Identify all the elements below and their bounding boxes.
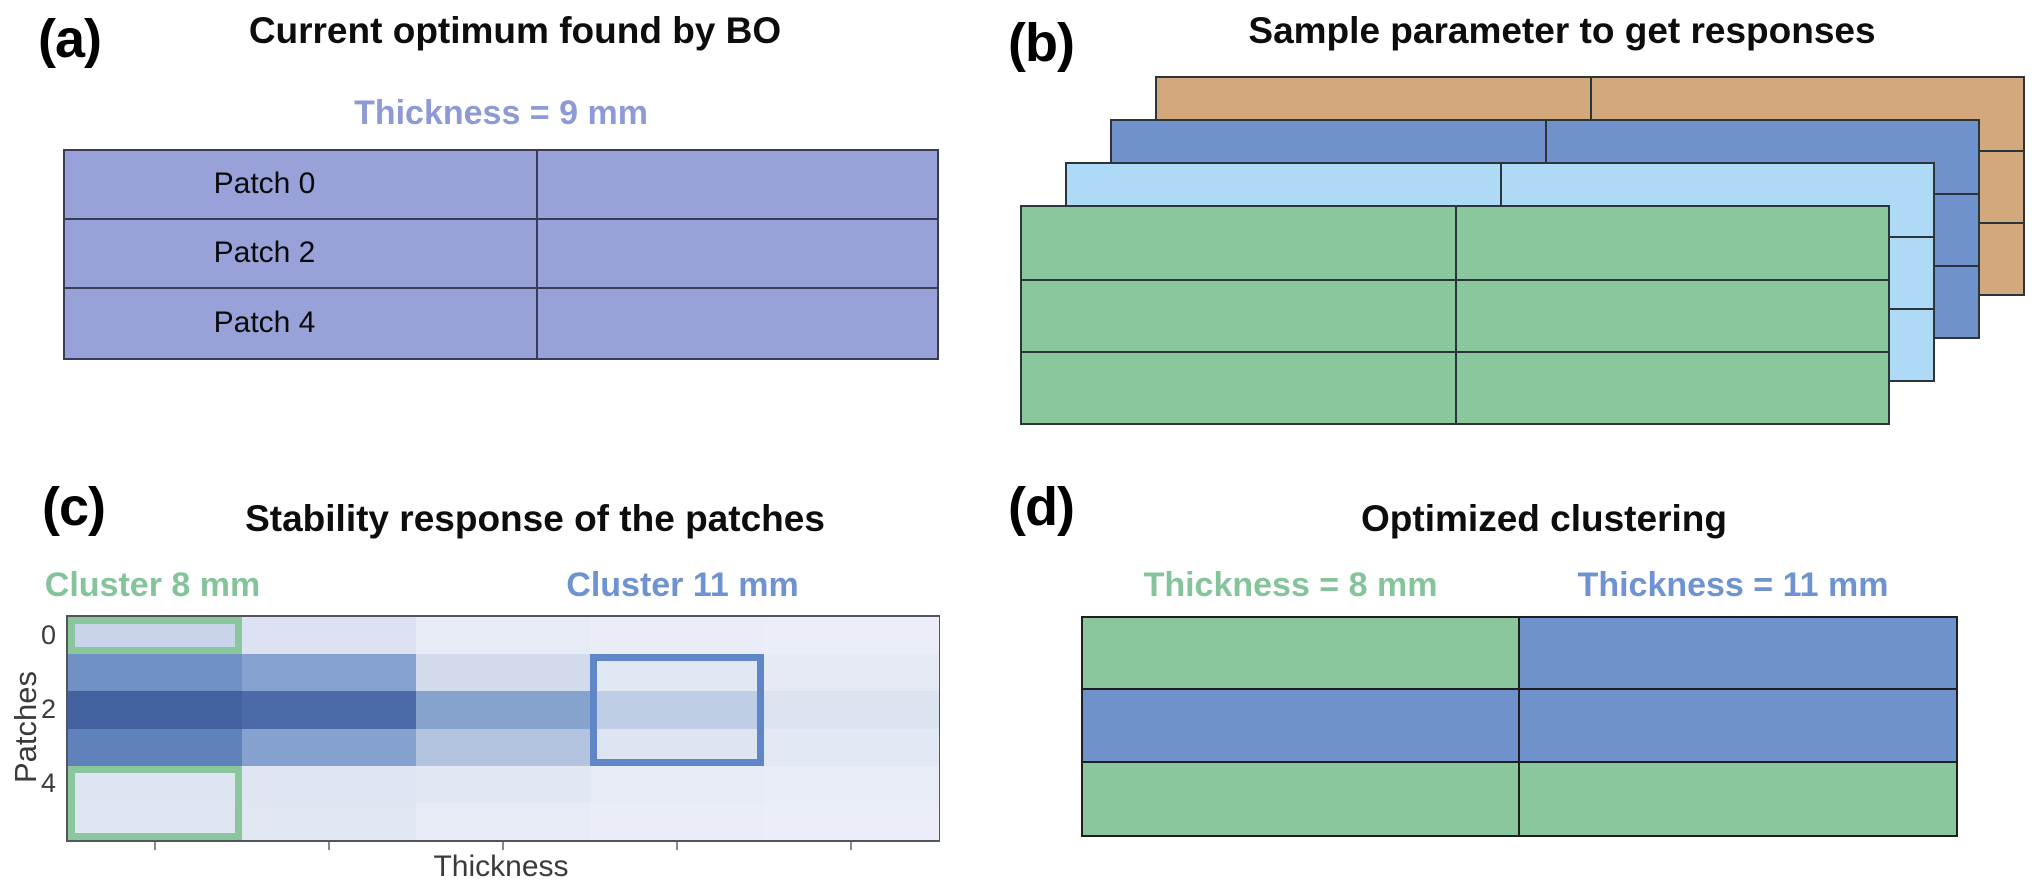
heatmap-cell (764, 654, 939, 692)
table-grid-line (1022, 350, 1888, 353)
x-tick-mark (154, 842, 156, 850)
panel-a-title: Current optimum found by BO (248, 10, 782, 51)
heatmap-cell (242, 802, 417, 841)
cluster-8mm-box-bottom (68, 765, 242, 840)
table-grid-line (1022, 278, 1888, 281)
heatmap-cell (590, 765, 765, 804)
optimum-table-cell-empty (538, 220, 937, 287)
panel-c-label: (c) (42, 477, 106, 537)
panel-d-label: (d) (1008, 477, 1075, 537)
panel-b-label: (b) (1008, 13, 1075, 73)
patch-0-label: Patch 0 (213, 167, 316, 201)
x-tick-mark (676, 842, 678, 850)
cluster-cell-patch0 (1083, 618, 1520, 691)
heatmap-cell (590, 802, 765, 841)
optimum-table-cell-label: Patch 2 (65, 219, 538, 287)
optimum-table-cell-empty (538, 151, 937, 218)
heatmap-cell (416, 765, 591, 804)
heatmap-cell (68, 691, 243, 729)
optimum-table-row: Patch 2 (65, 219, 937, 289)
heatmap-cell (764, 765, 939, 804)
panel-a-subtitle: Thickness = 9 mm (354, 94, 648, 132)
y-tick-label: 2 (40, 693, 56, 724)
panel-b-title: Sample parameter to get responses (1248, 10, 1876, 51)
heatmap-cell (764, 691, 939, 729)
heatmap-cell (764, 617, 939, 655)
heatmap-cell (242, 728, 417, 767)
heatmap-cell (416, 802, 591, 841)
x-tick-mark (502, 842, 504, 850)
cluster-cell-patch4 (1083, 762, 1520, 835)
heatmap-cell (242, 691, 417, 729)
sample-table-stack (1020, 76, 2032, 426)
optimum-table-row: Patch 4 (65, 288, 937, 358)
heatmap-cell (416, 691, 591, 729)
optimum-table: Patch 0 Patch 2 Patch 4 (63, 149, 939, 360)
heatmap-cell (68, 654, 243, 692)
y-tick-label: 4 (40, 768, 56, 799)
cluster-11mm-box (590, 654, 764, 766)
heatmap-cell (242, 654, 417, 692)
optimum-table-cell-label: Patch 0 (65, 151, 538, 218)
cluster-cell-patch5 (1519, 762, 1956, 835)
optimum-table-cell-label: Patch 4 (65, 288, 538, 358)
sample-table-sample-green (1020, 205, 1890, 425)
heatmap-cell (590, 691, 765, 729)
heatmap-cell (590, 617, 765, 655)
table-grid-line (1455, 207, 1457, 423)
heatmap-cell (416, 617, 591, 655)
cluster-cell-patch2 (1083, 690, 1520, 763)
optimum-table-row: Patch 0 (65, 151, 937, 220)
patch-4-label: Patch 4 (213, 306, 316, 340)
panel-a-label: (a) (38, 9, 102, 69)
cluster-cell-patch3 (1519, 690, 1956, 763)
heatmap-cell (416, 654, 591, 692)
heatmap-cell (68, 728, 243, 767)
cluster-8mm-label: Cluster 8 mm (44, 566, 261, 604)
heatmap-cell (764, 802, 939, 841)
thickness-11mm-label: Thickness = 11 mm (1577, 566, 1889, 604)
thickness-8mm-label: Thickness = 8 mm (1143, 566, 1438, 604)
heatmap-cell (416, 728, 591, 767)
x-axis-label: Thickness (433, 850, 569, 883)
optimized-clustering-table (1081, 616, 1958, 837)
patch-2-label: Patch 2 (213, 236, 316, 270)
x-tick-mark (328, 842, 330, 850)
panel-d-title: Optimized clustering (1361, 498, 1727, 539)
cluster-cell-patch1 (1519, 618, 1956, 691)
y-axis-label: Patches (8, 671, 43, 784)
heatmap-cell (764, 728, 939, 767)
cluster-8mm-box-top (68, 617, 242, 655)
optimum-table-cell-empty (538, 289, 937, 358)
cluster-11mm-label: Cluster 11 mm (566, 566, 799, 604)
panel-c-title: Stability response of the patches (245, 498, 825, 539)
x-tick-mark (850, 842, 852, 850)
y-tick-label: 0 (40, 619, 56, 650)
heatmap-cell (242, 617, 417, 655)
stability-heatmap: 0 2 4 (41, 615, 940, 850)
heatmap-cell (242, 765, 417, 804)
